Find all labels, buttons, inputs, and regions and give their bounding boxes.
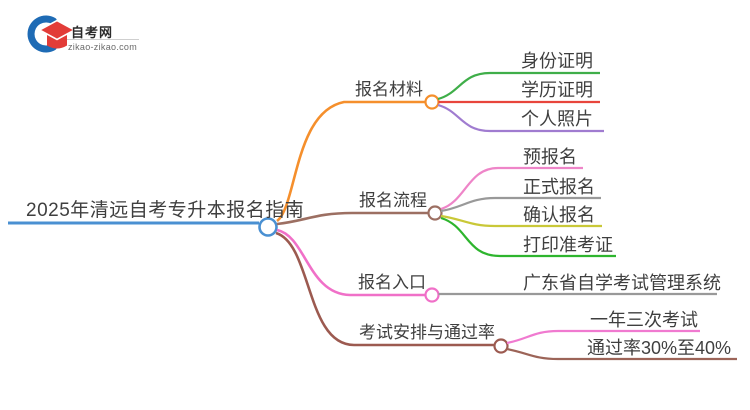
branch-line-process (276, 211, 428, 226)
leaf-label-education-proof: 学历证明 (521, 80, 593, 100)
leaf-line-print-admission-ticket (440, 216, 616, 258)
zikao-logo-icon (27, 15, 77, 53)
leaf-label-pass-rate: 通过率30%至40% (587, 338, 732, 358)
logo-domain: zikao-zikao.com (68, 42, 138, 52)
root-node-circle (258, 217, 278, 237)
leaf-label-identity-proof: 身份证明 (521, 51, 593, 71)
leaf-line-pass-rate (506, 347, 737, 361)
logo-cap-board-icon (37, 19, 77, 41)
leaf-label-three-exams-per-year: 一年三次考试 (590, 310, 698, 330)
branch-line-entry (276, 228, 425, 297)
branch-label-process: 报名流程 (359, 191, 427, 210)
leaf-label-management-system: 广东省自学考试管理系统 (523, 273, 721, 293)
branch-label-materials: 报名材料 (355, 80, 423, 99)
branch-circle-materials (424, 94, 440, 110)
logo-title: 自考网 (71, 25, 114, 40)
branch-circle-entry (424, 287, 440, 303)
branch-line-exam-schedule (275, 231, 494, 347)
leaf-line-personal-photo (437, 103, 604, 133)
branch-circle-exam-schedule (493, 338, 509, 354)
branch-line-materials (276, 100, 425, 223)
leaf-label-personal-photo: 个人照片 (521, 109, 593, 129)
leaf-line-formal-registration (440, 196, 601, 213)
branch-circle-process (427, 205, 443, 221)
leaf-label-pre-registration: 预报名 (523, 147, 577, 167)
leaf-label-print-admission-ticket: 打印准考证 (523, 235, 613, 255)
logo-crescent-icon (27, 15, 57, 53)
leaf-label-confirm-registration: 确认报名 (523, 205, 595, 225)
branch-label-exam-schedule: 考试安排与通过率 (359, 323, 495, 342)
branch-label-entry: 报名入口 (358, 273, 426, 292)
root-node-label: 2025年清远自考专升本报名指南 (26, 200, 305, 221)
leaf-label-formal-registration: 正式报名 (523, 177, 595, 197)
leaf-line-identity-proof (437, 71, 600, 101)
leaf-line-three-exams-per-year (506, 329, 700, 345)
leaf-line-confirm-registration (440, 214, 602, 228)
logo-divider (67, 39, 139, 40)
leaf-line-pre-registration (440, 166, 583, 211)
